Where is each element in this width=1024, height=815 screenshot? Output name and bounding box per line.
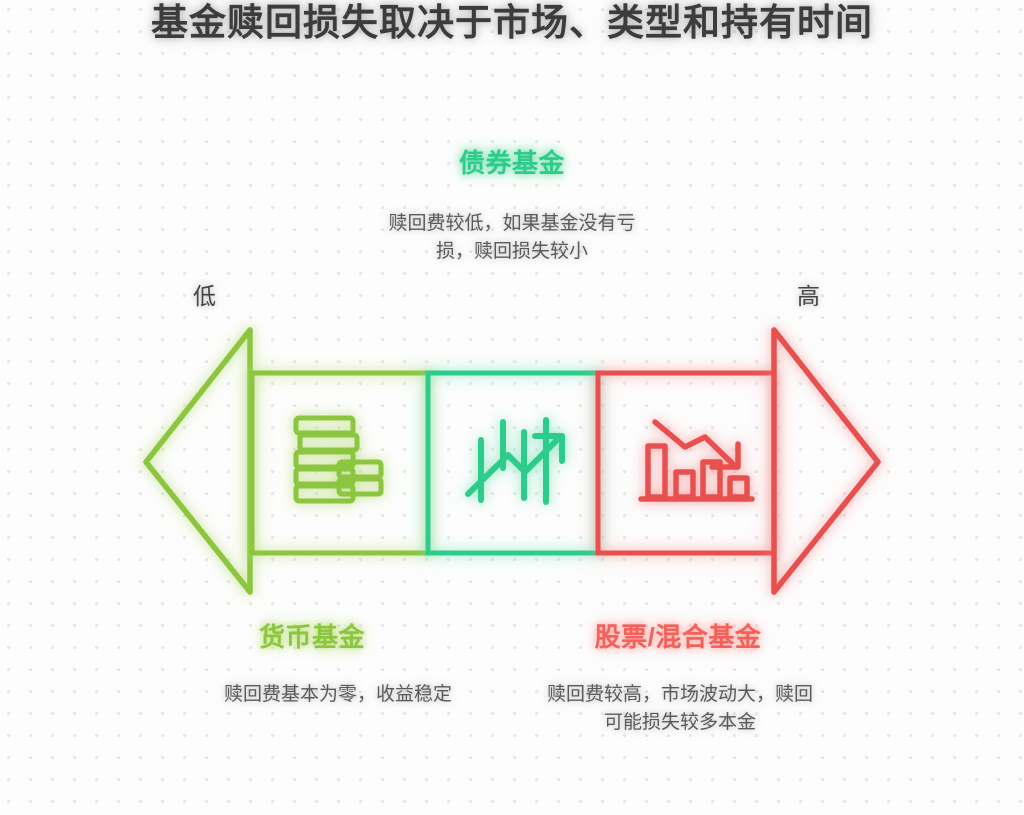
scale-label-low: 低 [193,283,216,309]
arrow-head-right [771,327,881,595]
segment-box-money-market [249,370,431,556]
segment-box-bond [425,370,601,556]
segment-description-bond: 赎回费较低，如果基金没有亏损，赎回损失较小 [388,213,636,262]
segment-box-equity-hybrid [595,370,777,556]
segment-title-bond: 债券基金 [458,148,565,178]
segment-description-money-market: 赎回费基本为零，收益稳定 [223,684,452,705]
scale-label-high: 高 [797,283,820,309]
coin-stack-icon [293,415,384,504]
bar-chart-up-arrow-icon [465,417,565,505]
bar-chart-down-arrow-icon [638,419,755,502]
page-title: 基金赎回损失取决于市场、类型和持有时间 [151,2,873,43]
segment-title-equity-hybrid: 股票/混合基金 [594,622,762,652]
segment-description-equity-hybrid: 赎回费较高，市场波动大，赎回可能损失较多本金 [546,684,813,733]
segment-title-money-market: 货币基金 [258,622,365,652]
arrow-head-left [143,327,253,595]
